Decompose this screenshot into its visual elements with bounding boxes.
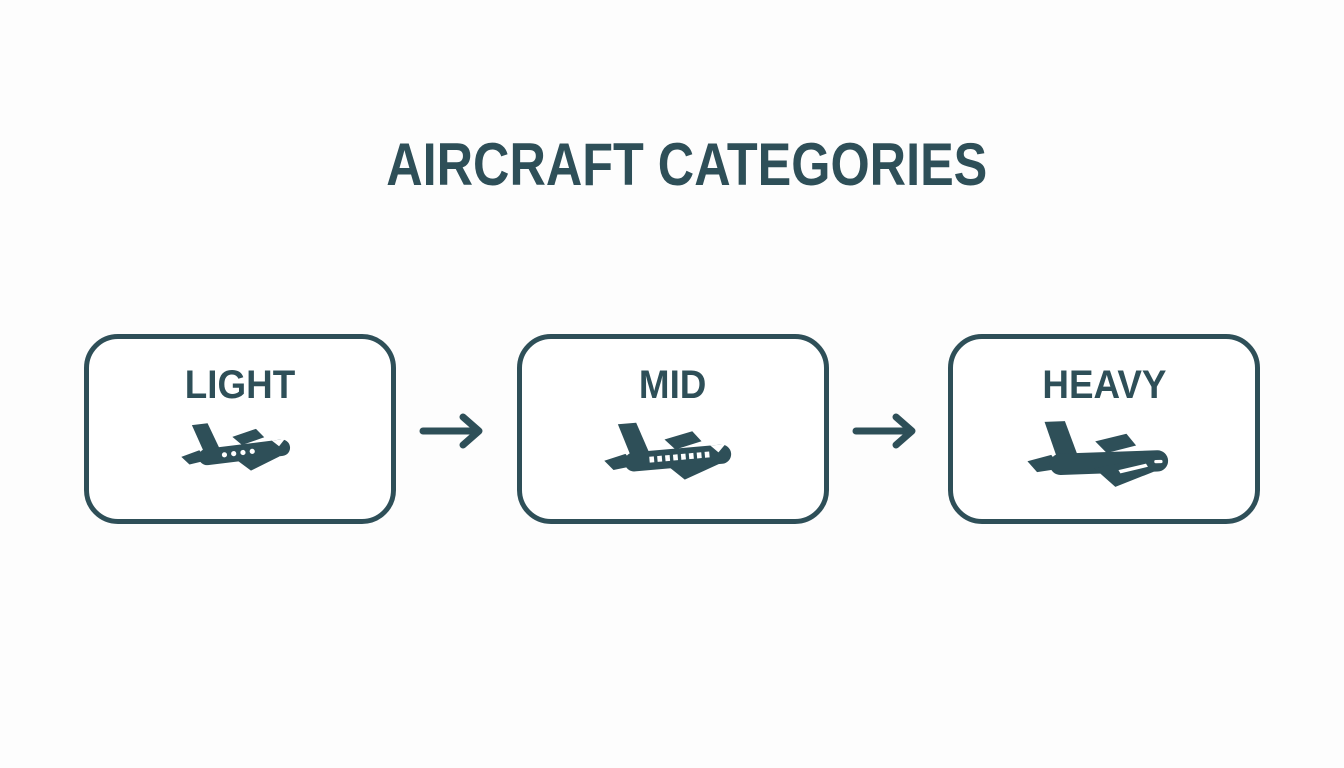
category-box-heavy: HEAVY (948, 334, 1260, 524)
category-label-mid: MID (639, 363, 707, 407)
right-arrow-icon (419, 413, 483, 449)
mid-jet-icon (604, 422, 732, 480)
category-box-light: LIGHT (84, 334, 396, 524)
diagram-title: AIRCRAFT CATEGORIES (30, 130, 1344, 199)
category-box-mid: MID (517, 334, 829, 524)
category-label-light: LIGHT (184, 363, 296, 407)
category-label-heavy: HEAVY (1041, 363, 1167, 407)
right-arrow-icon (852, 413, 916, 449)
heavy-jet-icon (1027, 421, 1169, 487)
diagram-title-text: AIRCRAFT CATEGORIES (386, 131, 988, 198)
light-jet-icon (181, 423, 291, 471)
